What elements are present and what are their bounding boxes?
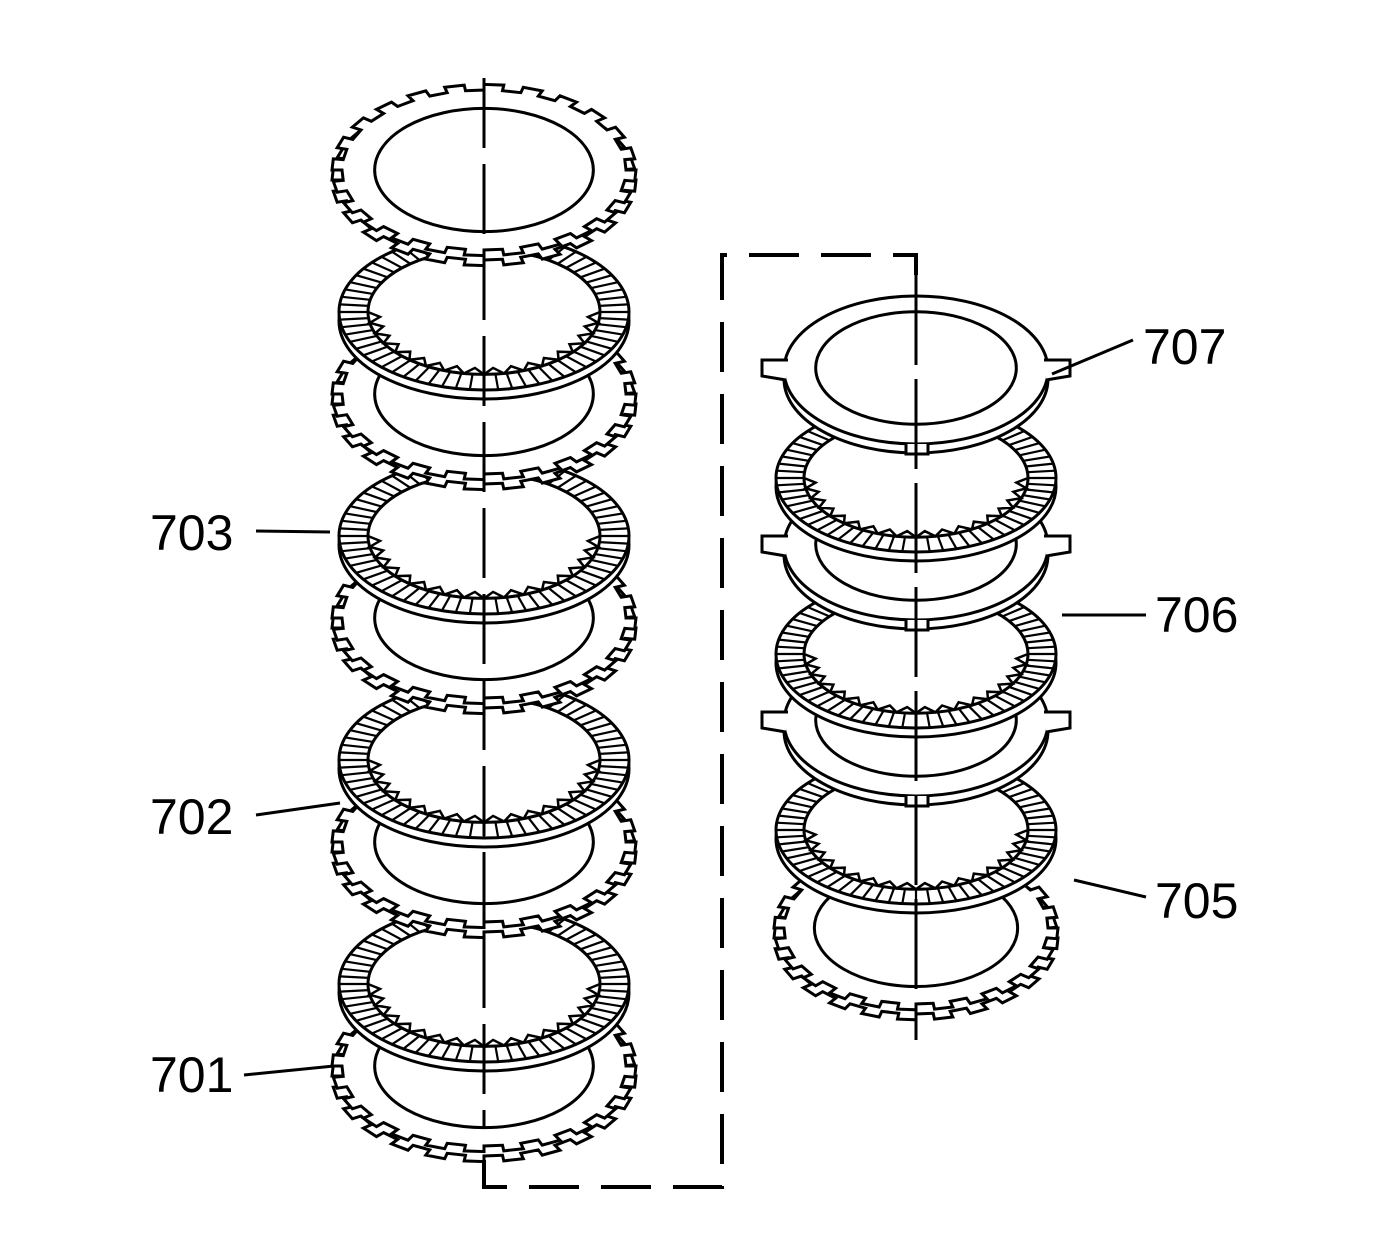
dashed-connector-bracket [482, 253, 918, 1189]
callout-707: 707 [1143, 319, 1226, 375]
leader-line-705 [1073, 878, 1147, 899]
callout-702: 702 [150, 789, 233, 845]
leader-line-707 [1051, 338, 1134, 376]
callout-706: 706 [1155, 587, 1238, 643]
leader-line-701 [243, 1064, 335, 1077]
leader-line-702 [255, 801, 341, 817]
leader-line-703 [255, 529, 331, 534]
center-axis-lines [482, 78, 918, 1128]
callout-701: 701 [150, 1047, 233, 1103]
leader-lines [243, 338, 1147, 1077]
callout-703: 703 [150, 505, 233, 561]
callout-705: 705 [1155, 873, 1238, 929]
